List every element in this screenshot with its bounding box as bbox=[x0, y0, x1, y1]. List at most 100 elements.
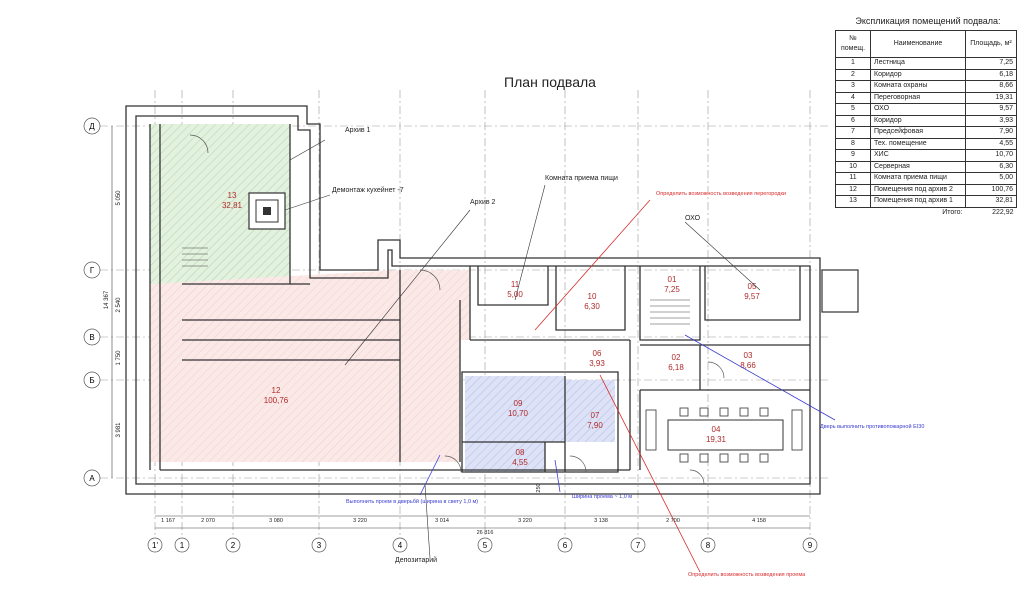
zone-his bbox=[465, 376, 565, 442]
room-no: 02 bbox=[672, 353, 681, 362]
room-no: 03 bbox=[744, 351, 753, 360]
label-oxo: ОХО bbox=[685, 215, 701, 222]
grid-row-label: А bbox=[89, 474, 95, 483]
label-archive-1: Архив 1 bbox=[345, 127, 371, 134]
room-no: 13 bbox=[228, 191, 237, 200]
room-labels: 13 32,81 12 100,76 11 5,00 10 6,30 01 7,… bbox=[222, 191, 760, 467]
grid-column-markers: 1' 1 2 3 4 5 6 7 8 9 bbox=[147, 537, 818, 553]
room-area: 100,76 bbox=[264, 396, 289, 405]
grid-col-label: 4 bbox=[398, 541, 403, 550]
svg-text:3 138: 3 138 bbox=[594, 518, 608, 524]
room-area: 4,55 bbox=[512, 458, 528, 467]
label-door-fire: Дверь выполнить противопожарной ЕI30 bbox=[820, 423, 924, 430]
svg-text:2 070: 2 070 bbox=[201, 518, 215, 524]
grid-row-label: Г bbox=[90, 266, 95, 275]
legend-no: 10 bbox=[835, 160, 871, 173]
legend-total-row: Итого: 222,92 bbox=[836, 207, 1017, 218]
page-title: План подвала bbox=[504, 74, 596, 90]
grid-col-label: 8 bbox=[706, 541, 711, 550]
label-opening-width: Ширина проема ~ 1,0 м bbox=[572, 494, 632, 500]
room-no: 09 bbox=[514, 399, 523, 408]
svg-text:5 050: 5 050 bbox=[116, 190, 122, 206]
label-depository: Депозитарий bbox=[395, 556, 437, 564]
room-area: 3,93 bbox=[589, 359, 605, 368]
room-no: 08 bbox=[516, 448, 525, 457]
annotations: Архив 1 Архив 2 Демонтаж кухейнет -7 Ком… bbox=[332, 127, 701, 564]
label-dining: Комната приема пищи bbox=[545, 175, 618, 182]
room-area: 9,57 bbox=[744, 292, 760, 301]
svg-text:4 158: 4 158 bbox=[752, 518, 766, 524]
grid-col-label: 3 bbox=[317, 541, 322, 550]
legend-area: 10,70 bbox=[965, 149, 1017, 162]
legend-no: 11 bbox=[835, 172, 871, 185]
room-area: 6,18 bbox=[668, 363, 684, 372]
svg-text:14 367: 14 367 bbox=[104, 290, 110, 309]
legend-col-area: Площадь, м² bbox=[965, 30, 1017, 58]
svg-text:2 540: 2 540 bbox=[116, 297, 122, 313]
label-dumbwaiter: Демонтаж кухейнет -7 bbox=[332, 186, 404, 194]
room-no: 12 bbox=[272, 386, 281, 395]
meeting-table bbox=[667, 419, 784, 451]
svg-text:2 700: 2 700 bbox=[666, 518, 680, 524]
label-archive-2: Архив 2 bbox=[470, 199, 496, 206]
room-no: 01 bbox=[668, 275, 677, 284]
dimensions-left: 5 050 14 367 2 540 1 750 3 981 bbox=[104, 190, 122, 438]
legend-total-value: 222,92 bbox=[992, 208, 1014, 216]
room-area: 5,00 bbox=[507, 290, 523, 299]
grid-col-label: 2 bbox=[231, 541, 236, 550]
legend-no: 13 bbox=[835, 195, 871, 208]
svg-text:3 220: 3 220 bbox=[353, 518, 367, 524]
legend-area: 100,76 bbox=[965, 183, 1017, 196]
room-area: 10,70 bbox=[508, 409, 529, 418]
room-area: 7,90 bbox=[587, 421, 603, 430]
legend-total-label: Итого: bbox=[942, 208, 963, 216]
svg-text:1 750: 1 750 bbox=[116, 350, 122, 366]
grid-col-label: 7 bbox=[636, 541, 641, 550]
svg-text:3 014: 3 014 bbox=[435, 518, 449, 524]
room-no: 07 bbox=[591, 411, 600, 420]
grid-row-markers: Д Г В Б А bbox=[83, 117, 101, 487]
room-area: 19,31 bbox=[706, 435, 727, 444]
zone-pre-safe bbox=[565, 380, 615, 442]
legend-area: 7,90 bbox=[965, 126, 1017, 139]
grid-row-label: В bbox=[89, 333, 94, 342]
label-widen-door: Выполнить проем в дверьбй (ширина в свет… bbox=[346, 498, 478, 505]
room-no: 05 bbox=[748, 282, 757, 291]
dimension-small: 250 bbox=[536, 483, 542, 492]
legend-header-row: № помещ. Наименование Площадь, м² bbox=[835, 30, 1017, 58]
grid-row-label: Б bbox=[89, 376, 94, 385]
external-shaft bbox=[821, 269, 859, 313]
zone-tech bbox=[465, 442, 545, 472]
grid-col-label: 5 bbox=[483, 541, 488, 550]
dimension-total: 26 816 bbox=[477, 530, 494, 536]
room-area: 8,66 bbox=[740, 361, 756, 370]
grid-row-label: Д bbox=[89, 122, 95, 131]
grid-col-label: 1 bbox=[180, 541, 185, 550]
legend-area: 32,81 bbox=[965, 195, 1017, 208]
room-no: 04 bbox=[712, 425, 721, 434]
dimensions-bottom: 1 167 2 070 3 080 3 220 3 014 3 220 3 13… bbox=[161, 483, 766, 536]
zone-archive-2 bbox=[150, 270, 460, 462]
legend-area: 5,00 bbox=[965, 172, 1017, 185]
room-area: 7,25 bbox=[664, 285, 680, 294]
legend-name: Тех. помещение bbox=[870, 137, 966, 150]
label-demolish-opening: Определить возможность возведения проема bbox=[688, 572, 806, 578]
stairs bbox=[182, 247, 690, 325]
grid-col-label: 6 bbox=[563, 541, 568, 550]
legend-col-no: № помещ. bbox=[835, 30, 871, 58]
room-area: 32,81 bbox=[222, 201, 243, 210]
legend-name: Предсейфовая bbox=[870, 126, 966, 139]
svg-text:3 080: 3 080 bbox=[269, 518, 283, 524]
grid-col-label: 9 bbox=[808, 541, 813, 550]
